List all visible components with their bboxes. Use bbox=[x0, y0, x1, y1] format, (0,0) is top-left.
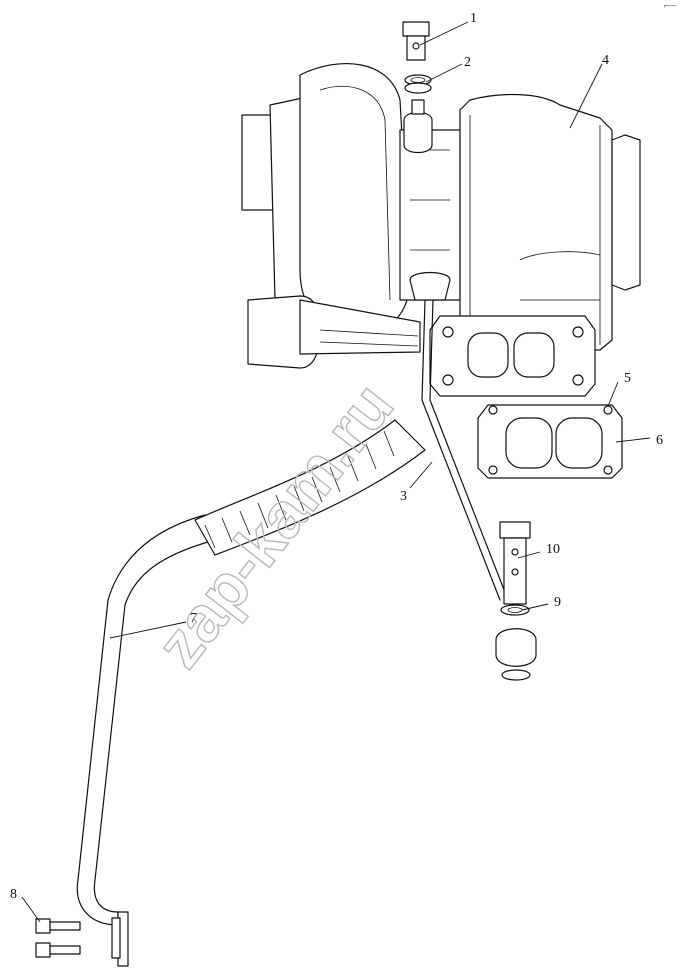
drain-pipe bbox=[76, 419, 426, 967]
callout-2: 2 bbox=[464, 55, 471, 70]
callout-7: 7 bbox=[190, 611, 197, 626]
washer-top bbox=[404, 74, 432, 94]
callout-5: 5 bbox=[624, 371, 631, 386]
corner-mark: ⌐— bbox=[664, 1, 677, 10]
banjo-bolt-lower bbox=[499, 521, 531, 605]
gasket bbox=[477, 404, 623, 479]
callout-8: 8 bbox=[10, 887, 17, 902]
washer-lower bbox=[500, 604, 530, 616]
callout-labels: 1 2 3 4 5 6 7 8 9 10 bbox=[10, 11, 663, 902]
callout-10: 10 bbox=[546, 542, 560, 557]
banjo-fitting-top bbox=[403, 99, 433, 154]
callout-1: 1 bbox=[470, 11, 477, 26]
turbocharger bbox=[241, 63, 641, 369]
oil-feed-pipe bbox=[409, 271, 509, 601]
turbine-outlet-flange bbox=[429, 315, 596, 397]
callout-4: 4 bbox=[602, 53, 609, 68]
flange-bolts bbox=[35, 918, 81, 958]
leader-lines bbox=[21, 21, 651, 923]
banjo-bolt-top bbox=[402, 21, 430, 61]
callout-9: 9 bbox=[554, 595, 561, 610]
banjo-fitting-lower bbox=[495, 628, 537, 681]
callout-6: 6 bbox=[656, 433, 663, 448]
callout-3: 3 bbox=[400, 489, 407, 504]
